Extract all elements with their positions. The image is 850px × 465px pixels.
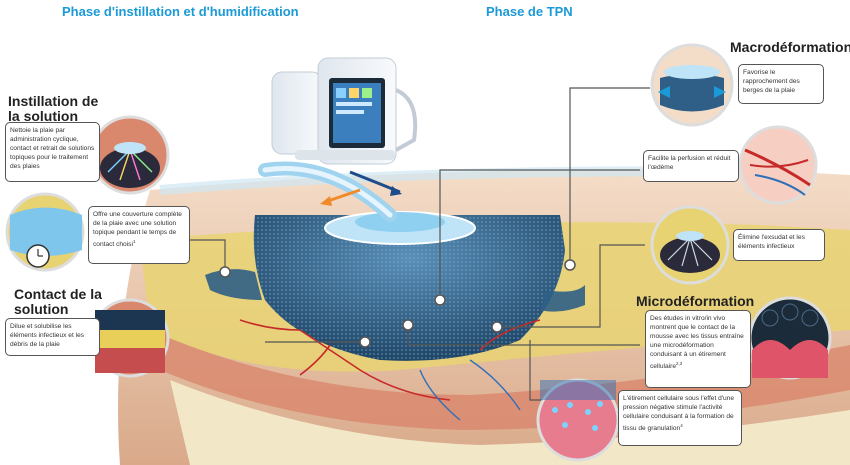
box-stretch: L'étirement cellulaire sous l'effet d'un…	[618, 390, 742, 446]
heading-macro: Macrodéformation	[730, 39, 850, 55]
box-cover-sup: 1	[132, 239, 136, 244]
wound-tunnel-right	[540, 285, 585, 312]
inset-clean	[90, 115, 170, 195]
inset-micro	[748, 296, 832, 380]
inset-macro	[650, 43, 734, 127]
box-clean: Nettoie la plaie par administration cycl…	[5, 122, 100, 182]
inset-dilute	[90, 298, 170, 378]
box-perfusion: Facilite la perfusion et réduit l'œdème	[643, 150, 739, 182]
box-stretch-sup: 4	[680, 423, 683, 428]
box-cover-text: Offre une couverture complète de la plai…	[93, 211, 182, 249]
heading-micro: Microdéformation	[636, 293, 755, 309]
vac-device-icon	[271, 57, 418, 165]
connector-lines	[190, 87, 650, 401]
pointer-dot	[219, 266, 231, 278]
box-dilute: Dilue et solubilise les éléments infecti…	[5, 318, 100, 356]
box-stretch-text: L'étirement cellulaire sous l'effet d'un…	[623, 395, 735, 433]
box-micro-text: Des études in vitro/in vivo montrent que…	[650, 315, 744, 371]
heading-contact-line2: solution	[14, 301, 69, 317]
inset-perfusion	[738, 125, 818, 205]
box-macro: Favorise le rapprochement des berges de …	[738, 64, 824, 104]
heading-contact: Contact de la solution	[14, 287, 124, 317]
heading-instillation-line2: la solution	[8, 108, 78, 124]
box-exudate: Élimine l'exsudat et les éléments infect…	[733, 229, 825, 261]
box-micro-sup: 2,3	[676, 361, 683, 366]
heading-instillation: Instillation de la solution	[8, 94, 138, 124]
phase-left-title: Phase d'instillation et d'humidification	[62, 4, 299, 19]
wound-tunnel-left	[205, 269, 262, 300]
heading-contact-line1: Contact de la	[14, 286, 102, 302]
inset-exudate	[650, 205, 730, 285]
phase-right-title: Phase de TPN	[486, 4, 573, 19]
box-micro: Des études in vitro/in vivo montrent que…	[645, 310, 751, 388]
inset-stretch	[536, 378, 620, 462]
heading-instillation-line1: Instillation de	[8, 93, 99, 109]
inset-cover	[5, 192, 85, 272]
flow-arrow-out	[324, 188, 361, 204]
box-cover: Offre une couverture complète de la plai…	[88, 206, 190, 264]
